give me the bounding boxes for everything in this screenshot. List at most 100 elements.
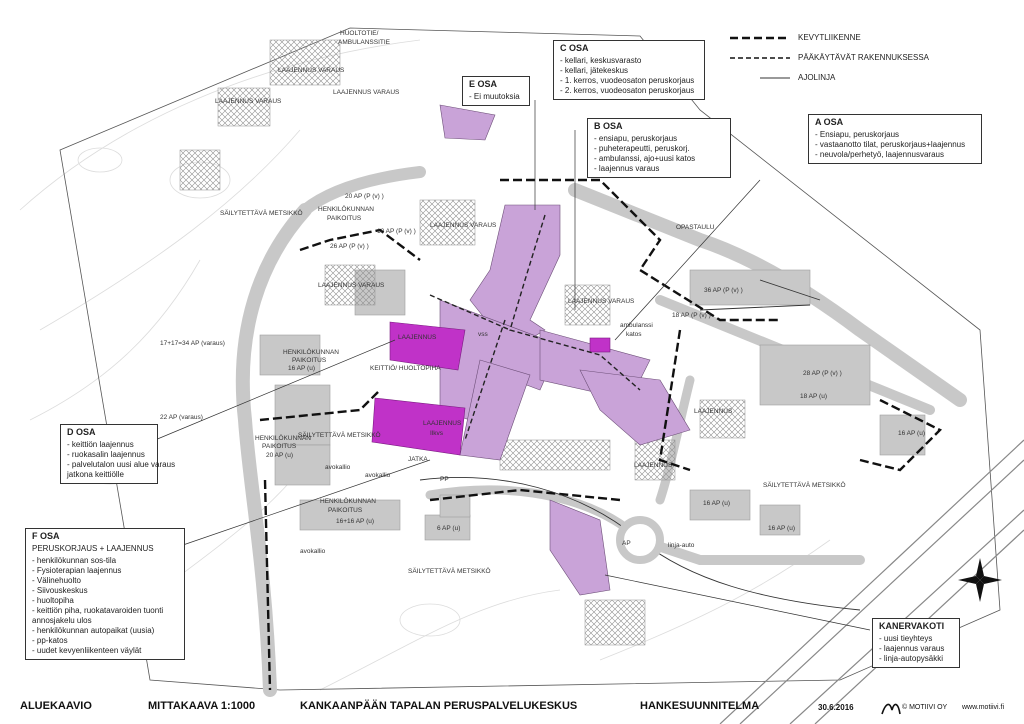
buildings: [439, 104, 691, 596]
e-osa-box: E OSA - Ei muutoksia: [462, 76, 530, 106]
map-label-jatka: JATKA: [408, 456, 428, 463]
map-label-linja-auto: linja-auto: [668, 542, 695, 549]
map-label-ap20: 20 AP (P (v) ): [345, 193, 384, 200]
map-label-sailytettava: SÄILYTETTÄVÄ METSIKKÖ: [220, 210, 303, 217]
map-label-ambulanssi: ambulanssi: [620, 322, 653, 329]
d-osa-item: - palvelutalon uusi alue varaus: [67, 460, 176, 469]
e-osa-item: - Ei muutoksia: [469, 92, 520, 101]
a-osa-item: - neuvola/perhetyö, laajennusvaraus: [815, 150, 944, 159]
map-label-ambulanssitie: AMBULANSSITIE: [338, 39, 391, 46]
a-osa-item: - vastaanotto tilat, peruskorjaus+laajen…: [815, 140, 966, 149]
map-label-ap28: 28 AP (P (v) ): [803, 370, 842, 377]
map-label-paikoitus: PAIKOITUS: [327, 215, 362, 222]
footer-date: 30.6.2016: [818, 703, 854, 712]
e-osa-title: E OSA: [469, 79, 498, 89]
footer-scale: MITTAKAAVA 1:1000: [148, 700, 256, 712]
footer-web: www.motiivi.fi: [962, 704, 1005, 711]
map-label-sailytettava: SÄILYTETTÄVÄ METSIKKÖ: [298, 432, 381, 439]
map-label-avokallio: avokallio: [325, 464, 351, 471]
footer-title: KANKAANPÄÄN TAPALAN PERUSPALVELUKESKUS: [300, 700, 578, 712]
b-osa-box: B OSA - ensiapu, peruskorjaus - puhetera…: [587, 118, 731, 178]
b-osa-item: - laajennus varaus: [594, 164, 660, 173]
kanervakoti-box: KANERVAKOTI - uusi tieyhteys - laajennus…: [872, 618, 960, 668]
map-label-ap6: 6 AP (u): [437, 525, 461, 532]
map-label-laajennus-varaus: LAAJENNUS VARAUS: [430, 222, 497, 229]
map-label-lk: Ilkvs: [430, 430, 443, 437]
map-label-laajennus: LAAJENNUS: [694, 408, 733, 415]
kanervakoti-item: - linja-autopysäkki: [879, 654, 944, 663]
f-osa-item: - pp-katos: [32, 636, 68, 645]
map-label-ap: AP: [622, 540, 631, 547]
motiivi-logo-icon: [881, 703, 901, 715]
map-label-henkilokunnan: HENKILÖKUNNAN: [255, 435, 311, 442]
map-label-ap18: 18 AP (P (v) ): [672, 312, 711, 319]
map-label-ap17: 17+17=34 AP (varaus): [160, 340, 225, 347]
north-arrow-icon: [958, 558, 1002, 602]
a-osa-title: A OSA: [815, 117, 844, 127]
map-label-laajennus-varaus: LAAJENNUS VARAUS: [215, 98, 282, 105]
f-osa-item: - Siivouskeskus: [32, 586, 88, 595]
f-osa-title: F OSA: [32, 531, 60, 541]
map-label-ap16: 16 AP (u): [703, 500, 730, 507]
b-osa-item: - ensiapu, peruskorjaus: [594, 134, 678, 143]
d-osa-title: D OSA: [67, 427, 96, 437]
map-label-ap22: 22 AP (varaus): [160, 414, 203, 421]
f-osa-item: - Välinehuolto: [32, 576, 81, 585]
extensions: [371, 321, 611, 456]
f-osa-item: - uudet kevyenliikenteen väylät: [32, 646, 142, 655]
legend-ajolinja-label: AJOLINJA: [798, 73, 836, 82]
map-label-pp: PP: [440, 476, 449, 483]
map-label-laajennus: LAAJENNUS: [423, 420, 462, 427]
map-label-sailytettava: SÄILYTETTÄVÄ METSIKKÖ: [763, 482, 846, 489]
d-osa-item: jatkona keittiölle: [67, 470, 124, 479]
map-label-paikoitus: PAIKOITUS: [292, 357, 327, 364]
c-osa-box: C OSA - kellari, keskusvarasto - kellari…: [553, 40, 705, 100]
f-osa-item: - Fysioterapian laajennus: [32, 566, 122, 575]
map-label-laajennus-varaus: LAAJENNUS VARAUS: [333, 89, 400, 96]
map-label-ap10: 10 AP (P (v) ): [377, 228, 416, 235]
map-label-avokallio: avokallio: [300, 548, 326, 555]
f-osa-item: - huoltopiha: [32, 596, 74, 605]
map-label-ap16: 16 AP (u): [898, 430, 925, 437]
map-label-paikoitus: PAIKOITUS: [328, 507, 363, 514]
a-osa-item: - Ensiapu, peruskorjaus: [815, 130, 900, 139]
map-label-ap16: 16 AP (u): [768, 525, 795, 532]
map-label-laajennus-varaus: LAAJENNUS VARAUS: [568, 298, 635, 305]
map-label-laajennus-varaus: LAAJENNUS VARAUS: [278, 67, 345, 74]
b-osa-title: B OSA: [594, 121, 623, 131]
map-label-ap20u: 20 AP (u): [266, 452, 293, 459]
f-osa-box: F OSA PERUSKORJAUS + LAAJENNUS - henkilö…: [25, 528, 185, 660]
d-osa-box: D OSA - keittiön laajennus - ruokasalin …: [60, 424, 176, 484]
reservation-areas: [179, 39, 746, 646]
map-label-keittio: KEITTIÖ/ HUOLTOPIHA: [370, 365, 441, 372]
f-osa-item: - keittiön piha, ruokatavaroiden tuonti: [32, 606, 164, 615]
parking-lots: [259, 269, 926, 541]
kanervakoti-item: - laajennus varaus: [879, 644, 945, 653]
map-label-ap36: 36 AP (P (v) ): [704, 287, 743, 294]
map-label-ap16u: 16 AP (u): [288, 365, 315, 372]
a-osa-box: A OSA - Ensiapu, peruskorjaus - vastaano…: [808, 114, 982, 164]
b-osa-item: - puheterapeutti, peruskorj.: [594, 144, 690, 153]
corridors: [429, 214, 641, 441]
map-label-vss: vss: [478, 331, 488, 338]
footer-left: ALUEKAAVIO: [20, 700, 92, 712]
d-osa-item: - keittiön laajennus: [67, 440, 134, 449]
map-label-henkilokunnan: HENKILÖKUNNAN: [320, 498, 376, 505]
c-osa-item: - kellari, jätekeskus: [560, 66, 629, 75]
map-label-ap26: 26 AP (P (v) ): [330, 243, 369, 250]
map-label-huoltotie: HUOLTOTIE/: [340, 30, 379, 37]
legend-paakaytavat-label: PÄÄKÄYTÄVÄT RAKENNUKSESSA: [798, 53, 930, 62]
c-osa-item: - 2. kerros, vuodeosaton peruskorjaus: [560, 86, 695, 95]
d-osa-item: - ruokasalin laajennus: [67, 450, 145, 459]
map-label-sailytettava: SÄILYTETTÄVÄ METSIKKÖ: [408, 568, 491, 575]
roundabout: [616, 516, 664, 564]
f-osa-item: - henkilökunnan autopaikat (uusia): [32, 626, 155, 635]
map-label-avokallio: avokallio: [365, 472, 391, 479]
c-osa-item: - 1. kerros, vuodeosaton peruskorjaus: [560, 76, 695, 85]
legend-kevytliikenne-label: KEVYTLIIKENNE: [798, 33, 861, 42]
footer-plan: HANKESUUNNITELMA: [640, 700, 760, 712]
leader-lines: [154, 100, 871, 631]
map-label-paikoitus: PAIKOITUS: [262, 443, 297, 450]
c-osa-title: C OSA: [560, 43, 589, 53]
f-osa-subtitle: PERUSKORJAUS + LAAJENNUS: [32, 544, 154, 553]
